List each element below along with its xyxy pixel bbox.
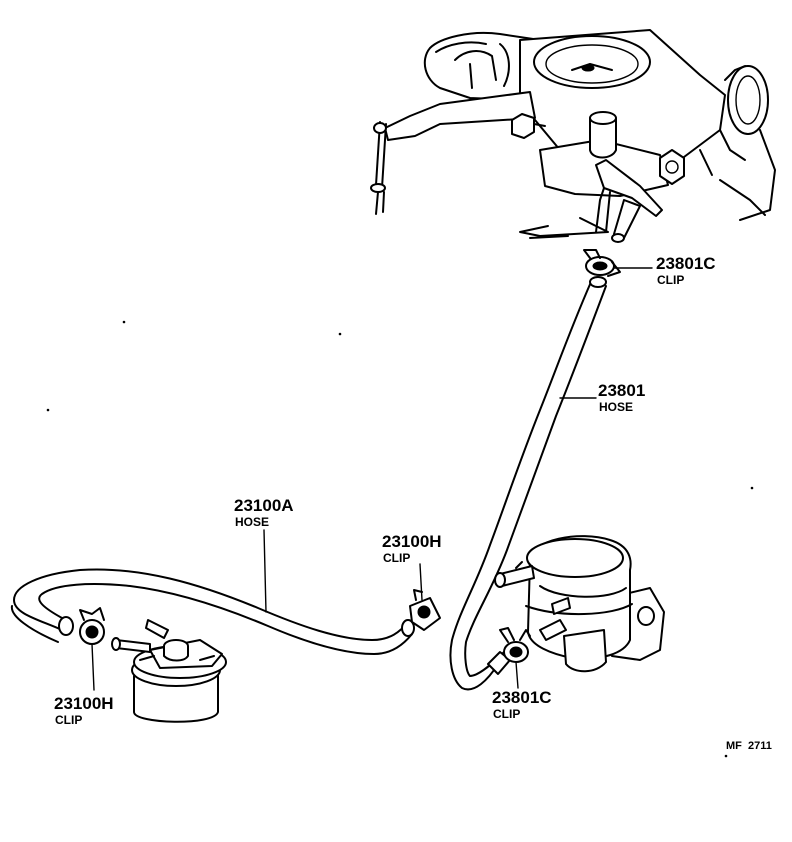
label-hose-23100a: 23100A HOSE [234,496,294,529]
part-number: 23100H [54,694,114,713]
label-clip-23801c-bottom: 23801C CLIP [492,688,552,721]
label-clip-23100h-mid: 23100H CLIP [382,532,442,565]
part-name: CLIP [383,551,410,565]
part-name: HOSE [235,515,269,529]
part-name: CLIP [493,707,520,721]
label-clip-23100h-left: 23100H CLIP [54,694,114,727]
part-name: CLIP [55,713,82,727]
label-clip-23801c-top: 23801C CLIP [656,254,716,287]
part-number: 23801C [656,254,716,273]
part-number: 23100A [234,496,294,515]
scan-specks [46,320,754,758]
clip-23100h-left [79,607,105,645]
clip-23801c-bottom [499,627,531,663]
fuel-pump [494,535,665,673]
part-number: 23801C [492,688,552,707]
part-name: HOSE [599,400,633,414]
carburetor-assembly [370,29,776,243]
diagram-reference: MF 2711 [726,740,772,752]
clip-23100h-mid [409,589,441,631]
part-number: 23100H [382,532,442,551]
label-hose-23801: 23801 HOSE [598,381,645,414]
fuel-filter [111,619,227,723]
leader-lines [91,267,653,691]
part-name: CLIP [657,273,684,287]
hose-23100a [10,568,415,655]
clip-23801c-top [583,249,621,277]
part-number: 23801 [598,381,645,400]
